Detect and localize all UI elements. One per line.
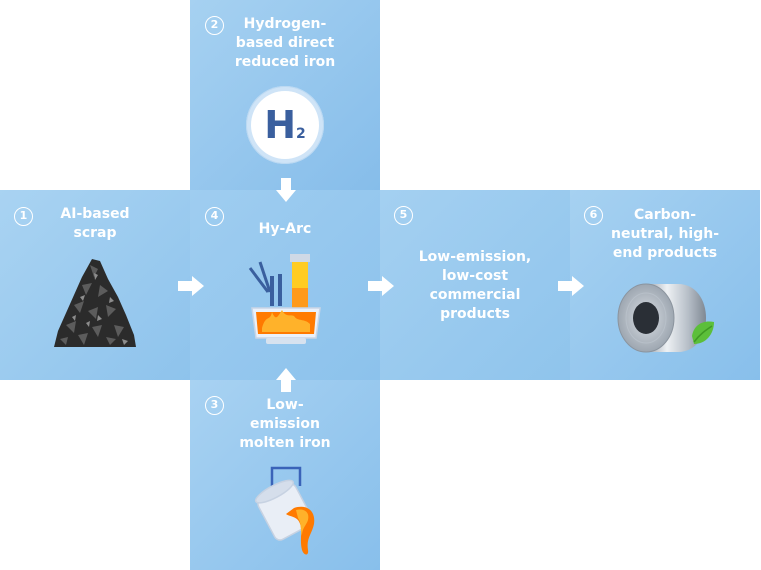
step-6-tile: 6 Carbon- neutral, high- end products	[570, 190, 760, 380]
step-4-title: Hy-Arc	[258, 221, 312, 237]
step-4-tile: 4 Hy-Arc	[190, 190, 380, 380]
step-4-number: 4	[205, 207, 224, 226]
steel-coil-leaf-icon	[616, 278, 716, 358]
step-3-title: Low- emission molten iron	[239, 397, 331, 451]
step-2-title: Hydrogen- based direct reduced iron	[234, 16, 336, 70]
scrap-pile-icon	[52, 255, 138, 351]
step-6-title: Carbon- neutral, high- end products	[610, 207, 720, 261]
h2-subscript: 2	[296, 126, 306, 142]
electric-arc-furnace-icon	[248, 252, 324, 350]
step-1-title: AI-based scrap	[60, 206, 130, 241]
step-1-tile: 1 AI-based scrap	[0, 190, 190, 380]
arrow-right-hyarc-to-products	[368, 276, 394, 296]
step-2-tile: 2 Hydrogen- based direct reduced iron H2	[190, 0, 380, 190]
step-3-tile: 3 Low- emission molten iron	[190, 380, 380, 570]
h2-letter: H	[264, 103, 297, 147]
hydrogen-h2-icon: H2	[246, 86, 324, 164]
step-5-number: 5	[394, 206, 413, 225]
arrow-down-hydrogen-to-hyarc	[276, 178, 296, 202]
step-5-tile: 5 Low-emission, low-cost commercial prod…	[380, 190, 570, 380]
arrow-up-molten-to-hyarc	[276, 368, 296, 392]
step-1-number: 1	[14, 207, 33, 226]
step-5-title: Low-emission, low-cost commercial produc…	[418, 249, 532, 322]
molten-iron-ladle-icon	[252, 464, 328, 558]
step-3-number: 3	[205, 396, 224, 415]
step-6-number: 6	[584, 206, 603, 225]
arrow-right-products-to-highend	[558, 276, 584, 296]
arrow-right-scrap-to-hyarc	[178, 276, 204, 296]
step-2-number: 2	[205, 16, 224, 35]
